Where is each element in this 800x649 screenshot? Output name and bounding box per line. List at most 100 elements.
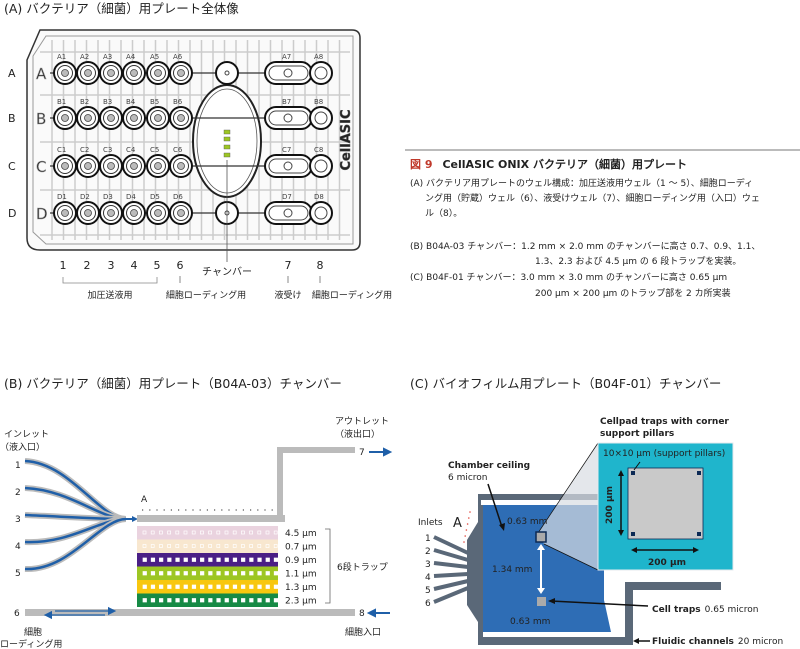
trap-pillar-icon bbox=[241, 544, 245, 548]
brand-logo: CellASIC bbox=[339, 109, 354, 170]
trap-band-fill bbox=[137, 566, 278, 580]
trap-band-fill bbox=[137, 593, 278, 607]
trap-pillar-icon bbox=[232, 530, 237, 535]
inlet-number-5: 5 bbox=[15, 569, 21, 579]
well-center bbox=[84, 114, 92, 122]
trap-pillar-icon bbox=[150, 530, 155, 535]
label-pressure: 加圧送液用 bbox=[87, 289, 132, 301]
well-center bbox=[107, 162, 115, 170]
well-A3: A3 bbox=[99, 53, 123, 85]
trap-pillar-icon bbox=[159, 557, 164, 562]
well-label: B6 bbox=[173, 98, 183, 106]
ceiling-gap bbox=[481, 500, 611, 505]
fluidic-text: Fluidic channels bbox=[652, 637, 734, 647]
inlet-channel-c bbox=[433, 561, 469, 569]
trap-pillar-icon bbox=[200, 557, 205, 562]
well-center bbox=[84, 69, 92, 77]
cell-loading-label: 細胞 bbox=[24, 626, 42, 638]
well-label: D7 bbox=[282, 193, 292, 201]
cellpad-trap-top bbox=[535, 531, 547, 543]
well-center bbox=[154, 114, 162, 122]
well-center bbox=[283, 161, 293, 171]
col-number-6: 6 bbox=[177, 259, 184, 272]
trap-pillar-icon bbox=[265, 530, 270, 535]
trap-pillar-icon bbox=[191, 530, 196, 535]
trap-pillar-icon bbox=[241, 584, 246, 589]
trap-pillar-icon bbox=[183, 598, 188, 603]
trap-pillar-icon bbox=[183, 584, 188, 589]
well-label: A5 bbox=[150, 53, 159, 61]
inlet-marker-dot bbox=[463, 541, 465, 543]
trap-pillar-icon bbox=[142, 530, 147, 535]
well-center bbox=[154, 69, 162, 77]
trap-pillar-icon bbox=[216, 584, 221, 589]
well-center bbox=[130, 209, 138, 217]
port-7: 7 bbox=[359, 448, 365, 458]
chamber-traps bbox=[223, 129, 231, 158]
well-A1: A1 bbox=[53, 53, 77, 85]
inlet-label: インレット bbox=[4, 430, 49, 440]
trap-pillar-icon bbox=[241, 557, 246, 562]
inlet-number-3: 3 bbox=[15, 515, 21, 525]
outlet-arrowhead bbox=[383, 447, 393, 457]
trap-pillar-icon bbox=[216, 557, 221, 562]
well-center bbox=[61, 209, 69, 217]
trap-pillar-icon bbox=[273, 544, 278, 548]
trap-pillar-icon bbox=[249, 557, 254, 562]
trap-pillar-icon bbox=[200, 571, 205, 576]
trap-pillar-icon bbox=[265, 571, 270, 576]
trap-band: 0.9 µm bbox=[137, 553, 317, 567]
fluidic-value: 20 micron bbox=[738, 637, 783, 647]
trap-height-label: 0.9 µm bbox=[285, 556, 317, 566]
distance-bottom-label: 0.63 mm bbox=[510, 617, 550, 627]
trap-pillar-icon bbox=[208, 557, 213, 562]
ceiling-pointer bbox=[487, 483, 503, 528]
chamber-icon bbox=[223, 152, 231, 158]
cellpad-label-sub: support pillars bbox=[600, 429, 674, 439]
trap-pillar-icon bbox=[150, 584, 156, 589]
well-D4: D4 bbox=[122, 193, 146, 225]
trap-pillar-icon bbox=[200, 584, 205, 589]
well-A2: A2 bbox=[76, 53, 100, 85]
caption-a-line1: (A) バクテリア用プレートのウェル構成：加圧送液用ウェル（1 ～ 5）、細胞ロ… bbox=[410, 177, 753, 189]
trap-pillar-icon bbox=[159, 598, 164, 603]
col-number-8: 8 bbox=[317, 259, 324, 272]
well-label: B7 bbox=[282, 98, 291, 106]
well-center bbox=[314, 111, 328, 125]
well-B8: B8 bbox=[309, 98, 333, 130]
well-label: B3 bbox=[103, 98, 112, 106]
trap-pillar-icon bbox=[216, 544, 221, 548]
trap-height-label: 2.3 µm bbox=[285, 597, 317, 607]
plate-row-letter-B: B bbox=[36, 110, 46, 128]
pillar-pointer bbox=[633, 461, 641, 471]
cell-traps-pointer-head bbox=[548, 598, 555, 604]
bottom-gap bbox=[483, 632, 625, 637]
well-center bbox=[84, 162, 92, 170]
trap-pillar-icon bbox=[150, 571, 156, 576]
trap-pillar-icon bbox=[257, 530, 262, 535]
well-C1: C1 bbox=[53, 146, 77, 178]
trap-pillar-icon bbox=[159, 544, 163, 548]
well-D2: D2 bbox=[76, 193, 100, 225]
chamber-icon bbox=[223, 129, 231, 135]
trap-pillar-icon bbox=[232, 571, 238, 576]
well-B1: B1 bbox=[53, 98, 77, 130]
trap-band: 4.5 µm bbox=[137, 526, 317, 540]
well-label: D5 bbox=[150, 193, 160, 201]
inset-dimension-arrows bbox=[618, 461, 699, 553]
trap-pillar-icon bbox=[183, 571, 188, 576]
cellpad-trap-bottom bbox=[537, 597, 546, 606]
pillar-icon bbox=[631, 471, 635, 475]
trap-pillar-icon bbox=[249, 584, 254, 589]
col-number-4: 4 bbox=[131, 259, 138, 272]
trap-pillar-icon bbox=[232, 544, 237, 548]
well-center bbox=[177, 69, 185, 77]
well-center bbox=[61, 162, 69, 170]
well-center bbox=[314, 66, 328, 80]
label-waste: 液受け bbox=[274, 289, 301, 301]
fluidic-label: Fluidic channels 20 micron bbox=[652, 637, 783, 647]
trap-pillar-icon bbox=[273, 598, 279, 603]
distance-top-label: 0.63 mm bbox=[507, 517, 547, 527]
